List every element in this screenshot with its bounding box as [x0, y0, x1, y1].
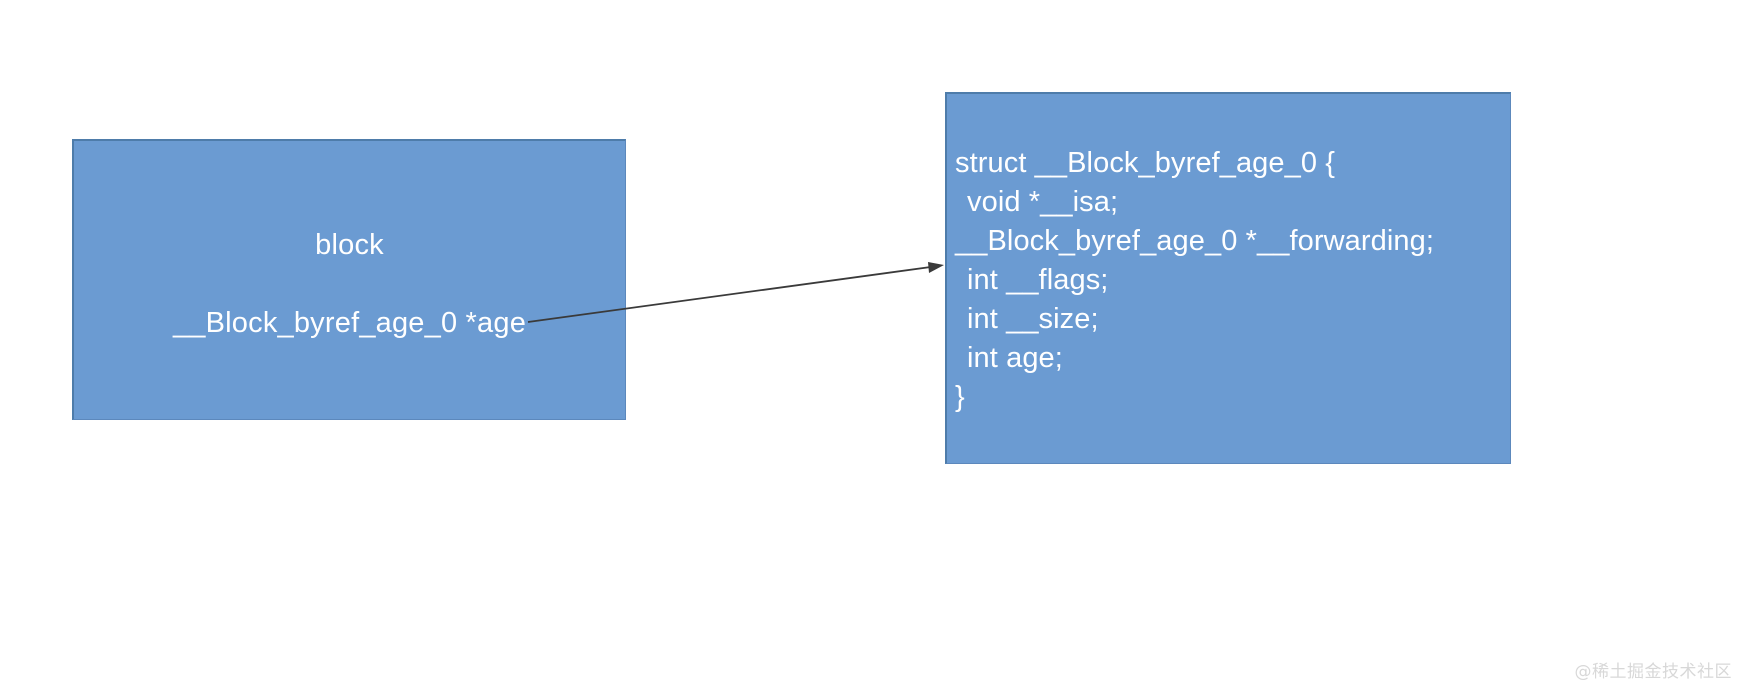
block-box-field-age: __Block_byref_age_0 *age	[172, 307, 527, 339]
watermark: @稀土掘金技术社区	[1574, 662, 1732, 682]
struct-line-age: int age;	[967, 342, 1063, 374]
struct-definition-box[interactable]: struct __Block_byref_age_0 { void *__isa…	[945, 92, 1511, 464]
struct-line-closing-brace: }	[955, 381, 965, 413]
struct-line-isa: void *__isa;	[967, 186, 1119, 218]
block-box[interactable]: block __Block_byref_age_0 *age	[72, 139, 626, 420]
block-box-title: block	[315, 229, 384, 261]
struct-code-block: struct __Block_byref_age_0 { void *__isa…	[955, 144, 1510, 417]
struct-line-forwarding: __Block_byref_age_0 *__forwarding;	[955, 225, 1434, 257]
struct-line-flags: int __flags;	[967, 264, 1109, 296]
arrowhead-icon	[928, 262, 944, 273]
struct-line-declaration: struct __Block_byref_age_0 {	[955, 147, 1336, 179]
struct-line-size: int __size;	[967, 303, 1099, 335]
